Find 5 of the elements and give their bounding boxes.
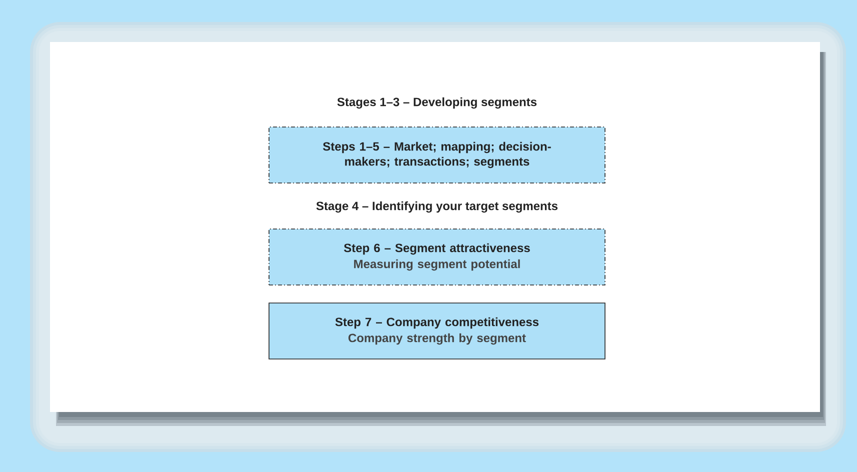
stage-heading: Stages 1–3 – Developing segments <box>337 97 537 109</box>
step-box: Steps 1–5 – Market; mapping; decision-makers; transactions; segments <box>268 126 606 184</box>
step-box: Step 7 – Company competitiveness Company strength by segment <box>268 302 606 360</box>
stage-heading: Stage 4 – Identifying your target segments <box>316 201 558 213</box>
step-box: Step 6 – Segment attractiveness Measuring segment potential <box>268 228 606 286</box>
